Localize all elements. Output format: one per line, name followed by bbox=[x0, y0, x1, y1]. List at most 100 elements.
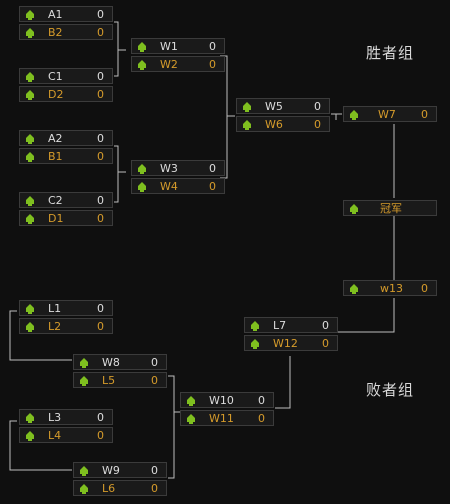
team-helmet-icon bbox=[187, 414, 195, 424]
team-row[interactable]: W12 0 bbox=[244, 335, 338, 351]
connector-l5-to-l6 bbox=[275, 356, 291, 409]
team-name: L7 bbox=[273, 319, 287, 332]
team-row[interactable]: D1 0 bbox=[19, 210, 113, 226]
slot-w7[interactable]: W7 0 bbox=[343, 106, 437, 122]
team-name: W2 bbox=[160, 58, 178, 71]
team-name: L1 bbox=[48, 302, 62, 315]
team-row[interactable]: W1 0 bbox=[131, 38, 225, 54]
team-row[interactable]: L4 0 bbox=[19, 427, 113, 443]
team-name: W4 bbox=[160, 180, 178, 193]
team-name: L5 bbox=[102, 374, 116, 387]
team-name: W10 bbox=[209, 394, 234, 407]
team-name: 冠军 bbox=[380, 202, 402, 215]
team-score: 0 bbox=[151, 464, 158, 477]
match-w9-l6[interactable]: W9 0 L6 0 bbox=[73, 462, 167, 496]
team-row[interactable]: D2 0 bbox=[19, 86, 113, 102]
team-name: D2 bbox=[48, 88, 64, 101]
team-name: B1 bbox=[48, 150, 63, 163]
team-row[interactable]: W6 0 bbox=[236, 116, 330, 132]
team-name: L3 bbox=[48, 411, 62, 424]
team-helmet-icon bbox=[251, 339, 259, 349]
team-row[interactable]: C1 0 bbox=[19, 68, 113, 84]
team-row[interactable]: W5 0 bbox=[236, 98, 330, 114]
team-row[interactable]: L7 0 bbox=[244, 317, 338, 333]
team-score: 0 bbox=[421, 108, 428, 121]
team-row[interactable]: 冠军 bbox=[343, 200, 437, 216]
match-w8-l5[interactable]: W8 0 L5 0 bbox=[73, 354, 167, 388]
team-row[interactable]: W4 0 bbox=[131, 178, 225, 194]
team-helmet-icon bbox=[187, 396, 195, 406]
team-row[interactable]: L3 0 bbox=[19, 409, 113, 425]
match-w10-w11[interactable]: W10 0 W11 0 bbox=[180, 392, 274, 426]
team-score: 0 bbox=[258, 412, 265, 425]
team-score: 0 bbox=[258, 394, 265, 407]
team-name: W8 bbox=[102, 356, 120, 369]
team-helmet-icon bbox=[138, 42, 146, 52]
team-score: 0 bbox=[151, 356, 158, 369]
team-name: L6 bbox=[102, 482, 116, 495]
connector-m3-m4-to-m6 bbox=[114, 145, 126, 203]
team-row[interactable]: W11 0 bbox=[180, 410, 274, 426]
team-helmet-icon bbox=[26, 322, 34, 332]
match-l1-l2[interactable]: L1 0 L2 0 bbox=[19, 300, 113, 334]
team-score: 0 bbox=[97, 212, 104, 225]
team-helmet-icon bbox=[243, 120, 251, 130]
team-row[interactable]: B2 0 bbox=[19, 24, 113, 40]
connector-l3-l4-to-l5 bbox=[168, 375, 180, 479]
match-w5-w6[interactable]: W5 0 W6 0 bbox=[236, 98, 330, 132]
match-c2-d1[interactable]: C2 0 D1 0 bbox=[19, 192, 113, 226]
team-row[interactable]: L2 0 bbox=[19, 318, 113, 334]
team-score: 0 bbox=[97, 194, 104, 207]
losers-group-label: 败者组 bbox=[366, 381, 415, 399]
team-row[interactable]: W10 0 bbox=[180, 392, 274, 408]
team-score: 0 bbox=[97, 429, 104, 442]
slot-champion[interactable]: 冠军 bbox=[343, 200, 437, 216]
team-helmet-icon bbox=[80, 376, 88, 386]
match-a2-b1[interactable]: A2 0 B1 0 bbox=[19, 130, 113, 164]
match-w1-w2[interactable]: W1 0 W2 0 bbox=[131, 38, 225, 72]
team-score: 0 bbox=[97, 132, 104, 145]
team-row[interactable]: W7 0 bbox=[343, 106, 437, 122]
team-score: 0 bbox=[209, 180, 216, 193]
team-row[interactable]: W3 0 bbox=[131, 160, 225, 176]
team-name: B2 bbox=[48, 26, 63, 39]
team-row[interactable]: C2 0 bbox=[19, 192, 113, 208]
team-row[interactable]: A2 0 bbox=[19, 130, 113, 146]
match-l7-w12[interactable]: L7 0 W12 0 bbox=[244, 317, 338, 351]
team-name: A1 bbox=[48, 8, 63, 21]
team-row[interactable]: W2 0 bbox=[131, 56, 225, 72]
team-name: W1 bbox=[160, 40, 178, 53]
team-row[interactable]: L1 0 bbox=[19, 300, 113, 316]
team-score: 0 bbox=[97, 8, 104, 21]
team-score: 0 bbox=[322, 319, 329, 332]
team-name: W3 bbox=[160, 162, 178, 175]
team-row[interactable]: W9 0 bbox=[73, 462, 167, 478]
team-score: 0 bbox=[97, 26, 104, 39]
team-row[interactable]: L5 0 bbox=[73, 372, 167, 388]
team-helmet-icon bbox=[80, 466, 88, 476]
match-c1-d2[interactable]: C1 0 D2 0 bbox=[19, 68, 113, 102]
team-row[interactable]: B1 0 bbox=[19, 148, 113, 164]
team-name: W6 bbox=[265, 118, 283, 131]
match-w3-w4[interactable]: W3 0 W4 0 bbox=[131, 160, 225, 194]
team-helmet-icon bbox=[243, 102, 251, 112]
match-a1-b2[interactable]: A1 0 B2 0 bbox=[19, 6, 113, 40]
team-score: 0 bbox=[322, 337, 329, 350]
team-score: 0 bbox=[97, 320, 104, 333]
team-row[interactable]: L6 0 bbox=[73, 480, 167, 496]
team-row[interactable]: w13 0 bbox=[343, 280, 437, 296]
team-name: A2 bbox=[48, 132, 63, 145]
winners-group-label: 胜者组 bbox=[366, 44, 415, 62]
match-l3-l4[interactable]: L3 0 L4 0 bbox=[19, 409, 113, 443]
team-helmet-icon bbox=[26, 134, 34, 144]
team-score: 0 bbox=[97, 150, 104, 163]
team-name: W12 bbox=[273, 337, 298, 350]
team-helmet-icon bbox=[138, 60, 146, 70]
slot-w13[interactable]: w13 0 bbox=[343, 280, 437, 296]
team-score: 0 bbox=[151, 374, 158, 387]
team-row[interactable]: A1 0 bbox=[19, 6, 113, 22]
connector-w13-to-l6 bbox=[338, 298, 395, 333]
team-name: C2 bbox=[48, 194, 63, 207]
team-row[interactable]: W8 0 bbox=[73, 354, 167, 370]
